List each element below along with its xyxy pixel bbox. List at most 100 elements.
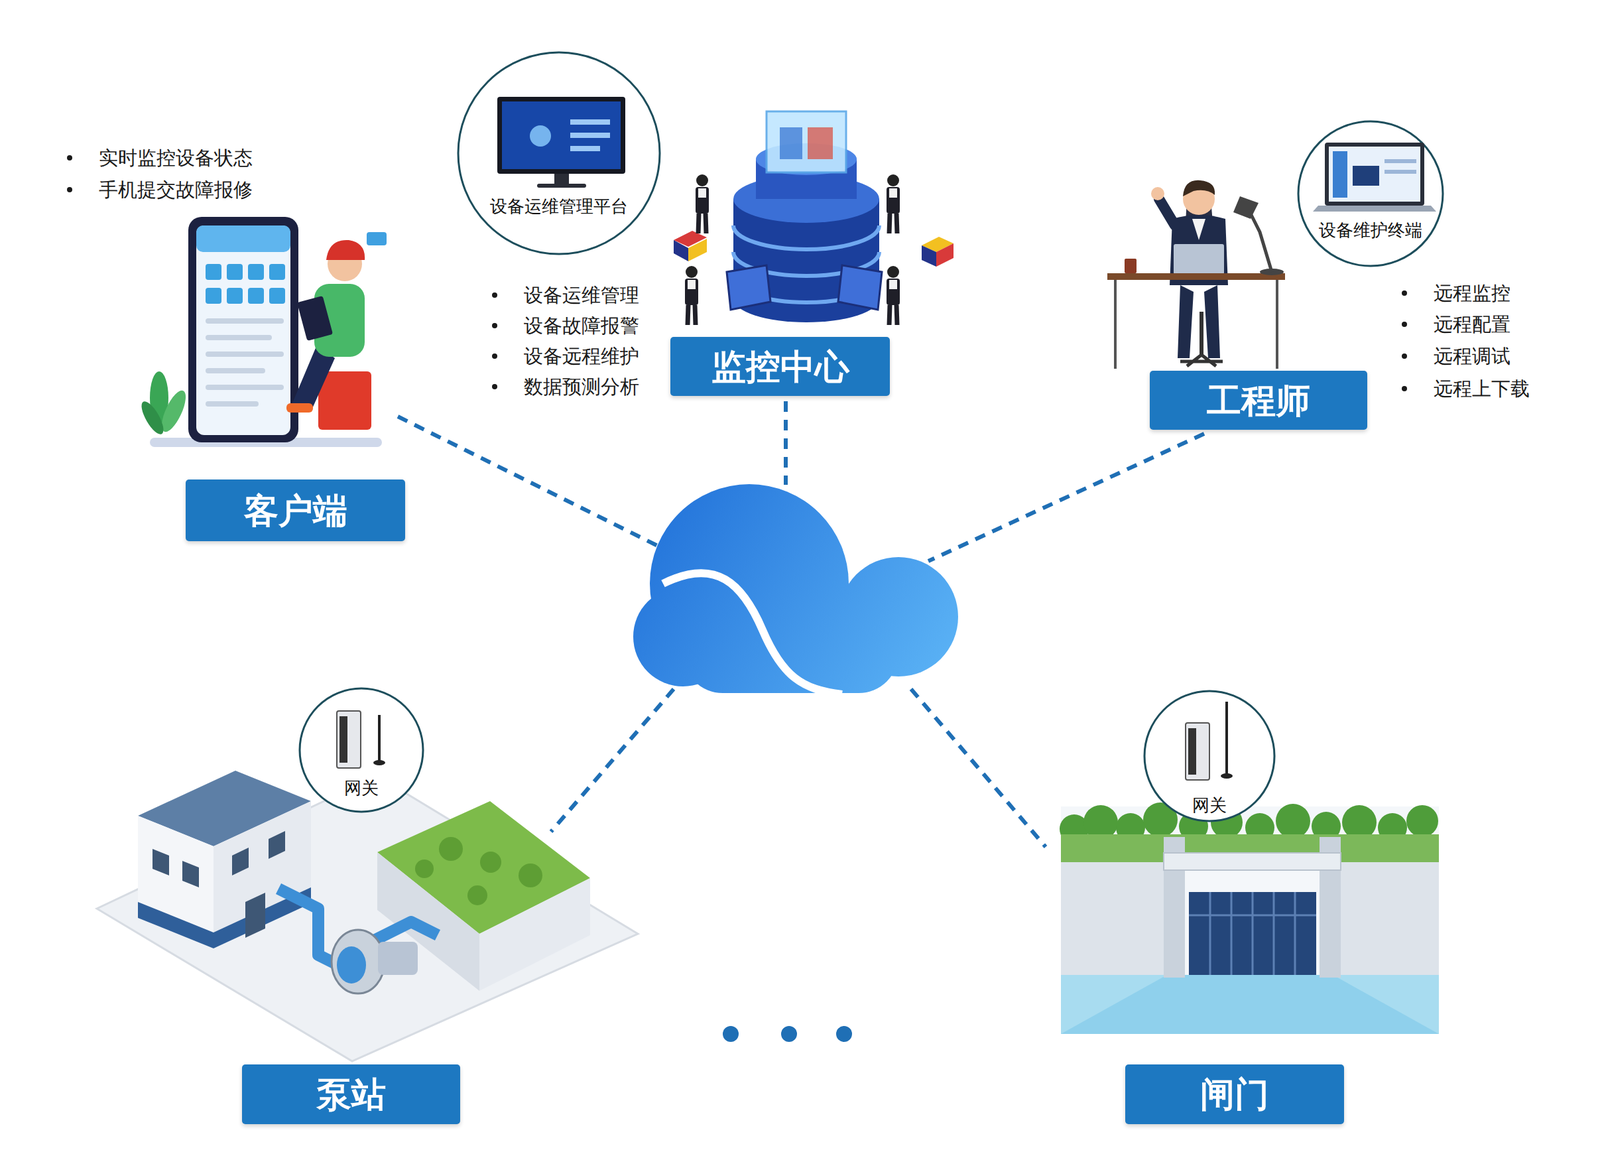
gateway-icon [336,710,361,768]
water-gate [1406,804,1439,837]
laptop-icon [1384,159,1417,164]
pump-station [137,901,214,949]
engineer [1249,210,1272,272]
gateway-icon [1220,773,1233,779]
phone-user [326,240,365,260]
pump-station [371,921,438,942]
server-tower [695,174,709,234]
server-tower [684,265,699,325]
phone-user [318,371,372,430]
phone-user [205,263,286,304]
pump-station [268,830,286,859]
pump-station [377,852,480,991]
server-tower [936,243,954,267]
laptop-icon [1328,146,1421,202]
phone-user [205,368,266,374]
circle-node: 设备运维管理平台 [456,51,662,256]
phone-user [205,263,222,280]
bullet-dot [492,322,498,329]
bullet-item: 远程调试 [1433,344,1511,368]
bullet-dot [1401,290,1408,296]
bullet-dot [1401,321,1408,327]
node-label: 网关 [1192,794,1227,816]
dashed-link [783,401,788,485]
water-gate [1275,803,1311,839]
phone-user [205,351,284,357]
phone-user [297,295,333,341]
label-box: 工程师 [1149,370,1368,430]
more-dots [781,1025,798,1042]
pump-station [438,836,463,861]
bullet-text: 设备远程维护 [523,344,640,368]
label-box: 监控中心 [670,336,890,396]
pump-station [480,851,502,873]
node-label: 客户端 [244,490,348,531]
circle-node: 网关 [298,686,425,813]
bullet-text: 设备运维管理 [523,283,640,307]
label-box: 泵站 [242,1064,461,1124]
engineer [1192,218,1206,241]
monitor-icon [501,101,621,170]
circle-node: 网关 [1143,689,1276,823]
pump-station [377,941,418,975]
water-gate [1188,891,1317,975]
engineer [1177,285,1221,359]
server-tower [726,265,771,310]
dashed-link [397,416,669,552]
pump-station [245,892,266,938]
engineer [1275,279,1279,369]
cloud [663,572,843,695]
server-tower [733,225,880,250]
water-gate [1060,974,1439,1034]
server-tower [886,174,900,234]
phone-user [205,318,284,407]
phone-user [226,287,243,304]
circle-outline [1296,120,1445,268]
water-gate [1294,891,1297,975]
more-dots [722,1025,853,1042]
water-gate [1163,852,1341,870]
bullet-item: 手机提交故障报修 [98,178,253,201]
pump-station [467,885,488,906]
water-gate [1188,914,1317,917]
monitor-icon [529,125,552,147]
circle-outline [1144,690,1275,821]
gateway-icon [373,759,386,766]
bullet-text: 远程配置 [1433,312,1511,336]
water-gate [1273,891,1276,975]
phone-user [196,225,291,252]
gateway-icon [1185,722,1210,780]
water-gate [1209,891,1212,975]
pump-station [137,815,214,949]
engineer [1173,244,1225,275]
phone-user [205,334,272,341]
bullet-text: 设备故障报警 [523,314,640,337]
phone-user [269,287,286,304]
bullet-text: 手机提交故障报修 [98,178,253,201]
server-tower [673,111,954,325]
dashed-link [551,688,674,832]
server-tower [688,238,707,262]
engineer [1233,196,1259,219]
node-label: 网关 [344,777,379,799]
water-gate [1188,891,1317,975]
more-dots [836,1025,853,1042]
monitor-icon [570,145,601,152]
pump-station [331,929,385,994]
circle-outline [458,52,660,254]
pump-station [152,848,170,876]
monitor-icon [537,183,587,188]
gateway-icon [1185,701,1233,780]
engineer [1199,311,1204,355]
node-label: 设备维护终端 [1318,219,1423,241]
bullet-text: 远程上下载 [1433,377,1530,400]
cloud [633,484,959,695]
pump-station [182,860,199,888]
bullet-item: 数据预测分析 [523,375,640,398]
bullet-dot [66,186,73,193]
pump-station [232,847,249,876]
circle-outline [299,688,424,812]
pump-station [213,800,311,949]
bullet-item: 远程配置 [1433,312,1511,336]
